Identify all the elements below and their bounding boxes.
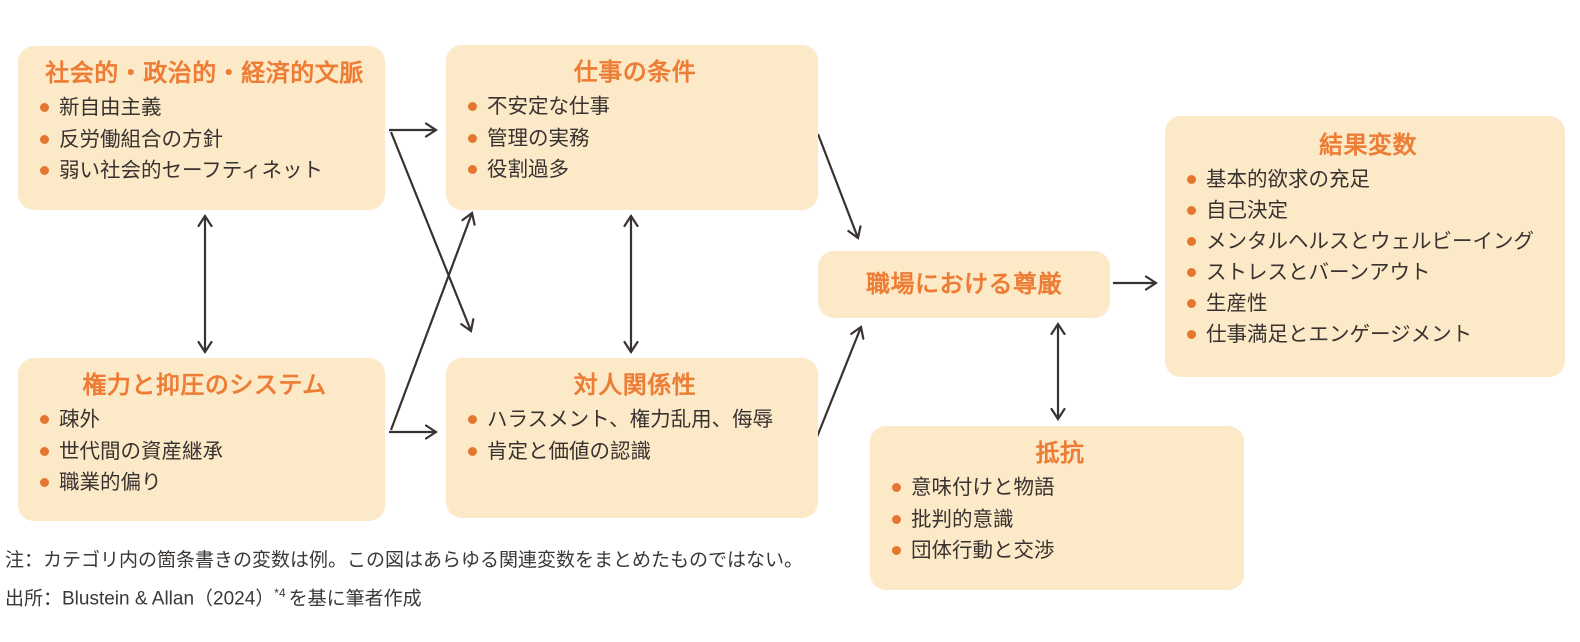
- bullet-list: ハラスメント、権力乱用、侮辱 肯定と価値の認識: [468, 404, 802, 467]
- list-item-text: 団体行動と交渉: [911, 539, 1055, 562]
- list-item-text: メンタルヘルスとウェルビーイング: [1206, 230, 1534, 253]
- list-item: 自己決定: [1187, 195, 1549, 226]
- list-item: 管理の実務: [468, 123, 802, 155]
- note-line: 注：カテゴリ内の箇条書きの変数は例。この図はあらゆる関連変数をまとめたものではな…: [5, 550, 804, 571]
- box-interpersonal-relations: 対人関係性 ハラスメント、権力乱用、侮辱 肯定と価値の認識: [446, 358, 818, 518]
- list-item: 批判的意識: [892, 504, 1228, 536]
- list-item: ハラスメント、権力乱用、侮辱: [468, 404, 802, 436]
- bullet-list: 意味付けと物語 批判的意識 団体行動と交渉: [892, 472, 1228, 567]
- list-item-text: 職業的偏り: [59, 471, 162, 494]
- bullet-dot-icon: [892, 483, 901, 493]
- list-item-text: 疎外: [59, 408, 100, 431]
- list-item: 生産性: [1187, 288, 1549, 319]
- box-title: 結果変数: [1319, 132, 1417, 159]
- bullet-dot-icon: [40, 166, 49, 176]
- bullet-dot-icon: [1187, 175, 1196, 184]
- bullet-dot-icon: [468, 415, 477, 425]
- list-item-text: 自己決定: [1206, 199, 1288, 222]
- bullet-dot-icon: [892, 514, 901, 524]
- list-item-text: ストレスとバーンアウト: [1206, 261, 1431, 284]
- list-item: ストレスとバーンアウト: [1187, 257, 1549, 288]
- list-item: 基本的欲求の充足: [1187, 164, 1549, 195]
- list-item: 職業的偏り: [40, 467, 369, 499]
- list-item-text: 弱い社会的セーフティネット: [59, 159, 324, 182]
- list-item: 役割過多: [468, 154, 802, 186]
- bullet-dot-icon: [40, 103, 49, 113]
- list-item: 新自由主義: [40, 92, 369, 124]
- bullet-dot-icon: [1187, 206, 1196, 215]
- list-item-text: 批判的意識: [911, 507, 1014, 531]
- bullet-dot-icon: [468, 133, 477, 143]
- box-title: 権力と抑圧のシステム: [82, 372, 327, 399]
- box-title: 社会的・政治的・経済的文脈: [45, 60, 364, 87]
- box-social-political-economic-context: 社会的・政治的・経済的文脈 新自由主義 反労働組合の方針 弱い社会的セーフティネ…: [18, 46, 385, 210]
- bullet-dot-icon: [468, 102, 477, 112]
- bullet-list: 疎外 世代間の資産継承 職業的偏り: [40, 404, 369, 499]
- list-item-text: 管理の実務: [487, 126, 590, 150]
- list-item: 弱い社会的セーフティネット: [40, 155, 369, 187]
- list-item: メンタルヘルスとウェルビーイング: [1187, 226, 1549, 257]
- list-item-text: 基本的欲求の充足: [1206, 168, 1370, 191]
- bullet-dot-icon: [40, 415, 49, 425]
- list-item-text: 意味付けと物語: [911, 476, 1055, 499]
- list-item: 不安定な仕事: [468, 91, 802, 123]
- source-footnote-marker: *4: [274, 586, 286, 600]
- box-resistance: 抵抗 意味付けと物語 批判的意識 団体行動と交渉: [870, 426, 1244, 590]
- bullet-dot-icon: [1187, 330, 1196, 339]
- list-item: 団体行動と交渉: [892, 535, 1228, 567]
- footnotes: 注：カテゴリ内の箇条書きの変数は例。この図はあらゆる関連変数をまとめたものではな…: [5, 545, 803, 615]
- bullet-dot-icon: [468, 446, 477, 456]
- arrow-workconditions-to-dignity: [816, 133, 858, 238]
- box-title: 対人関係性: [573, 372, 697, 399]
- bullet-dot-icon: [40, 134, 49, 144]
- list-item-text: ハラスメント、権力乱用、侮辱: [487, 408, 774, 431]
- box-title: 仕事の条件: [573, 59, 697, 86]
- list-item: 仕事満足とエンゲージメント: [1187, 319, 1549, 350]
- bullet-list: 不安定な仕事 管理の実務 役割過多: [468, 91, 802, 186]
- bullet-dot-icon: [1187, 237, 1196, 246]
- list-item-text: 生産性: [1206, 292, 1268, 315]
- bullet-dot-icon: [40, 446, 49, 456]
- list-item-text: 世代間の資産継承: [59, 439, 223, 463]
- box-title: 抵抗: [1035, 440, 1085, 467]
- box-outcome-variables: 結果変数 基本的欲求の充足 自己決定 メンタルヘルスとウェルビーイング ストレス…: [1165, 116, 1565, 377]
- source-prefix: 出所：Blustein & Allan（2024）: [5, 588, 275, 610]
- list-item-text: 役割過多: [487, 158, 569, 181]
- bullet-dot-icon: [892, 546, 901, 556]
- bullet-dot-icon: [40, 478, 49, 488]
- box-dignity-at-work: 職場における尊厳: [818, 251, 1110, 318]
- bullet-list: 基本的欲求の充足 自己決定 メンタルヘルスとウェルビーイング ストレスとバーンア…: [1187, 164, 1549, 350]
- box-power-oppression-systems: 権力と抑圧のシステム 疎外 世代間の資産継承 職業的偏り: [18, 358, 385, 521]
- box-work-conditions: 仕事の条件 不安定な仕事 管理の実務 役割過多: [446, 45, 818, 210]
- bullet-dot-icon: [1187, 268, 1196, 277]
- list-item-text: 不安定な仕事: [487, 95, 610, 118]
- list-item-text: 新自由主義: [59, 96, 162, 119]
- box-title: 職場における尊厳: [866, 270, 1062, 298]
- list-item-text: 仕事満足とエンゲージメント: [1206, 323, 1473, 346]
- list-item: 肯定と価値の認識: [468, 436, 802, 468]
- list-item: 意味付けと物語: [892, 472, 1228, 504]
- list-item: 反労働組合の方針: [40, 124, 369, 156]
- bullet-dot-icon: [1187, 299, 1196, 308]
- list-item: 疎外: [40, 404, 369, 436]
- bullet-list: 新自由主義 反労働組合の方針 弱い社会的セーフティネット: [40, 92, 369, 187]
- source-suffix: を基に筆者作成: [288, 588, 422, 610]
- list-item-text: 肯定と価値の認識: [487, 439, 651, 463]
- arrow-relational-to-dignity: [815, 327, 861, 438]
- list-item: 世代間の資産継承: [40, 436, 369, 468]
- bullet-dot-icon: [468, 165, 477, 175]
- list-item-text: 反労働組合の方針: [59, 127, 223, 151]
